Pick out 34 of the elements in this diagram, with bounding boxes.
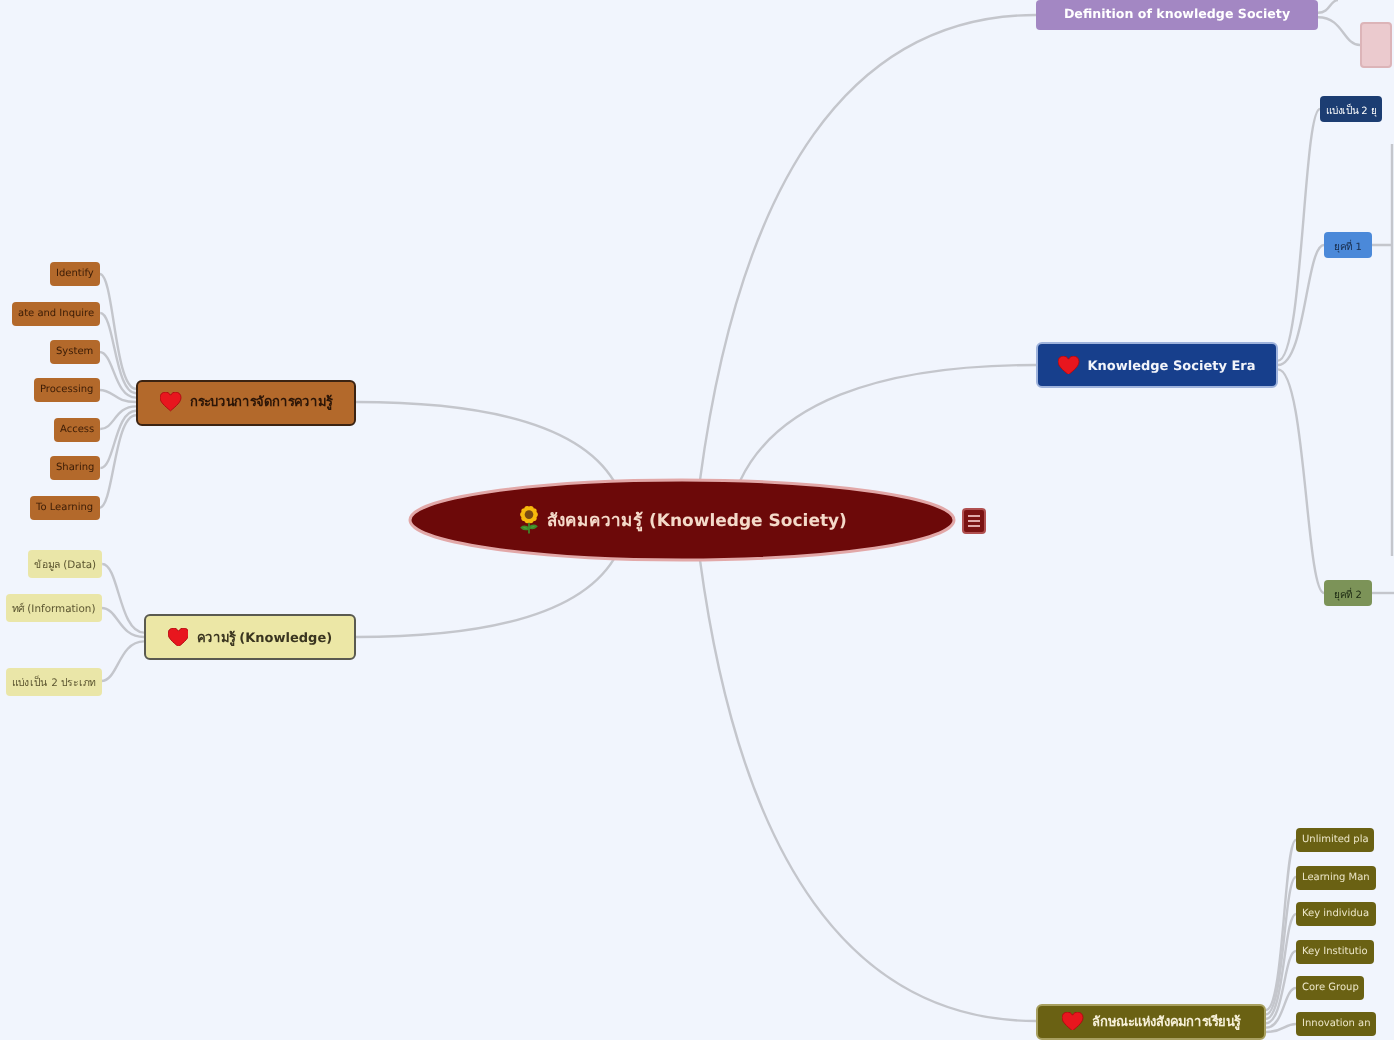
topic-box xyxy=(144,614,356,660)
connector-line xyxy=(1317,0,1339,14)
connector-line xyxy=(1265,876,1297,1016)
central-topic-text: สังคมความรู้ (Knowledge Society) xyxy=(547,509,847,534)
connector-line xyxy=(100,405,137,431)
connector-line xyxy=(1277,368,1325,594)
connector-line xyxy=(1317,16,1361,47)
connector-line xyxy=(101,562,145,634)
connector-line xyxy=(1265,913,1297,1020)
topic-box xyxy=(1036,1003,1266,1039)
connector-line xyxy=(1265,986,1297,1029)
connector-line xyxy=(99,388,137,404)
connector-line xyxy=(1265,1022,1297,1034)
subtopic-box xyxy=(1360,22,1392,68)
connector-line xyxy=(100,640,145,683)
topic-box xyxy=(136,379,356,425)
connector-line xyxy=(99,350,137,399)
connector-line xyxy=(1277,108,1321,362)
connector-line xyxy=(698,559,1037,1023)
connector-line xyxy=(1265,839,1297,1011)
connector-line xyxy=(99,311,137,395)
connector-line xyxy=(1265,949,1297,1025)
connector-line xyxy=(1372,591,1394,595)
connector-line xyxy=(355,558,615,639)
connector-line xyxy=(98,414,137,510)
connector-line xyxy=(1277,243,1325,367)
connector-line xyxy=(101,606,145,639)
connector-line xyxy=(1370,142,1394,558)
connector-line xyxy=(100,409,137,470)
connector-line xyxy=(698,13,1037,481)
topic-box xyxy=(1036,342,1278,388)
connector-line xyxy=(99,273,137,390)
connector-line xyxy=(355,400,615,482)
connector-line xyxy=(738,363,1037,482)
